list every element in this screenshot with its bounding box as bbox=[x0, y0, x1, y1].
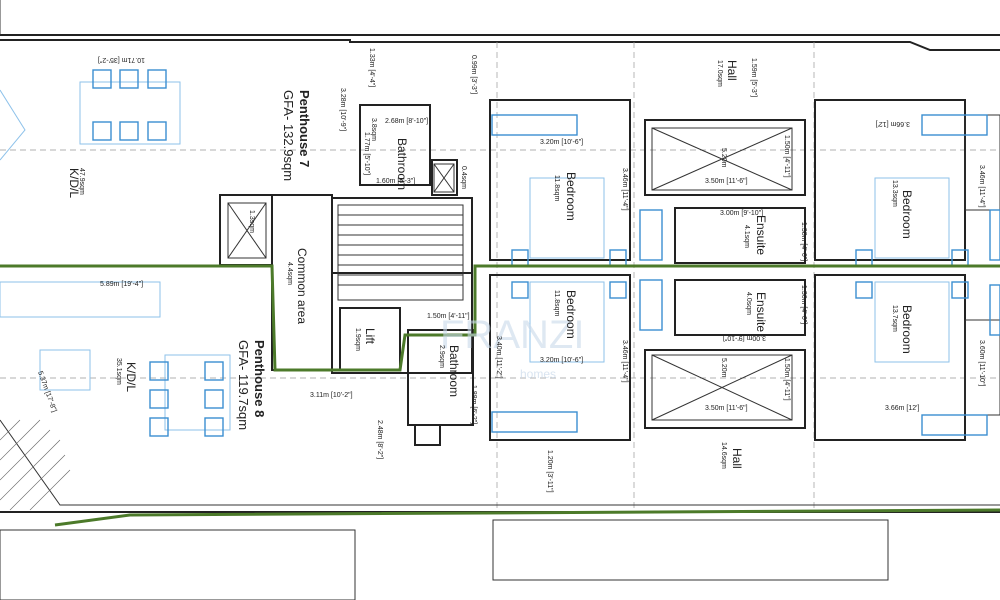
ph7-dimensions: 10.71m [35'-2"] 1.33m [4'-4"] 3.28m [10'… bbox=[98, 48, 985, 261]
ph7-dim-15: 3.66m [12'] bbox=[876, 120, 910, 127]
ph8-hall-name: Hall bbox=[730, 448, 744, 469]
ph8-dim-8: 3.20m [10'-6"] bbox=[540, 357, 583, 364]
ph8-dim-6: 3.40m [11'-2"] bbox=[495, 336, 502, 379]
ph8-ensuite-name: Ensuite bbox=[754, 292, 768, 332]
unit-boundary bbox=[0, 264, 1000, 372]
ph8-dim-3: 3.11m [10'-2"] bbox=[310, 392, 353, 399]
ph8-dim-9: 3.46m [11'-4"] bbox=[621, 340, 628, 383]
ph7-bedroom1-name: Bedroom bbox=[564, 172, 578, 221]
ph7-kdl-name: K/D/L bbox=[67, 168, 81, 198]
staircase bbox=[337, 204, 464, 301]
furniture bbox=[0, 69, 1000, 437]
ph8-dim-15: 3.50m [11'-6"] bbox=[705, 405, 748, 412]
ph8-dim-14: 1.50m [4'-11"] bbox=[783, 358, 790, 401]
ph7-dim-9: 1.50m [4'-11"] bbox=[783, 135, 790, 178]
ph8-dim-2: 5.37m [17'-8"] bbox=[36, 370, 57, 413]
ph8-dim-1: 5.89m [19'-4"] bbox=[100, 281, 143, 288]
ph7-dim-6: 0.99m [3'-3"] bbox=[470, 55, 477, 94]
ph7-bedroom1-area: 11.8sqm bbox=[553, 175, 560, 201]
ph7-dim-small: 0.4sqm bbox=[460, 166, 467, 189]
ph8-gfa: GFA- 119.7sqm bbox=[236, 340, 251, 430]
ph7-bathroom-name: Bathroom bbox=[395, 138, 409, 190]
lift-area: 1.9sqm bbox=[354, 328, 361, 351]
interior-walls bbox=[219, 99, 1000, 446]
watermark-brand: FRANZI bbox=[440, 313, 584, 357]
ph8-dim-5: 1.50m [4'-11"] bbox=[427, 313, 470, 320]
ph7-dim-3: 2.68m [8'-10"] bbox=[385, 118, 428, 125]
ph8-dim-11: 3.00m [9'-10"] bbox=[723, 334, 766, 341]
ph7-dim-13: 1.38m [4'-6"] bbox=[800, 222, 807, 261]
ph8-dim-4: 2.48m [8'-2"] bbox=[376, 420, 383, 459]
ph8-kdl-name: K/D/L bbox=[124, 362, 138, 392]
ph7-kdl-area: 47.9sqm bbox=[78, 168, 85, 195]
ph7-gfa: GFA- 132.9sqm bbox=[281, 90, 296, 181]
terrace bbox=[0, 419, 1000, 600]
ph8-dimensions: 5.89m [19'-4"] 5.37m [17'-8"] 3.11m [10'… bbox=[36, 281, 985, 493]
ph8-dim-17: 3.60m [11'-10"] bbox=[978, 340, 985, 387]
ph8-title: Penthouse 8 bbox=[252, 340, 267, 417]
ph8-dim-13: 5.20m bbox=[720, 358, 727, 378]
ph8-bathroom-name: Bathroom bbox=[447, 345, 461, 397]
ph7-dim-2: 3.28m [10'-9"] bbox=[339, 88, 346, 131]
ph7-dim-1: 1.33m [4'-4"] bbox=[368, 48, 375, 87]
ph7-dim-width: 10.71m [35'-2"] bbox=[98, 56, 145, 63]
ph8-hall-area: 14.6sqm bbox=[720, 442, 727, 469]
dashed-guides bbox=[0, 42, 1000, 512]
ph8-dim-16: 3.66m [12'] bbox=[885, 405, 919, 412]
ph8-dim-7: 1.88m [6'-2"] bbox=[470, 385, 477, 424]
ph7-dim-16: 3.46m [11'-4"] bbox=[978, 165, 985, 208]
ph7-dim-14: 1.59m [5'-3"] bbox=[750, 58, 757, 97]
ph8-bedroom1-area: 11.8sqm bbox=[553, 290, 560, 316]
ph8-dim-12: 1.36m [4'-6"] bbox=[800, 285, 807, 324]
ph8-bedroom2-name: Bedroom bbox=[900, 305, 914, 354]
lift-name: Lift bbox=[363, 328, 377, 345]
ph7-ensuite-name: Ensuite bbox=[754, 215, 768, 255]
ph7-ensuite-area: 4.1sqm bbox=[743, 225, 750, 248]
ph7-bedroom2-area: 13.3sqm bbox=[891, 180, 898, 207]
common-area-name: Common area bbox=[295, 248, 309, 324]
common-area-area: 4.4sqm bbox=[286, 262, 293, 285]
ph7-dim-10: 5.20m bbox=[720, 148, 727, 168]
ph7-dim-12: 3.00m [9'-10"] bbox=[720, 210, 763, 217]
ph7-dim-8: 3.46m [11'-4"] bbox=[621, 168, 628, 211]
ph7-dim-5: 1.60m [5'-3"] bbox=[376, 178, 415, 185]
ph7-dim-lift-small: 1.3sqm bbox=[248, 210, 255, 233]
ph7-dim-11: 3.50m [11'-6"] bbox=[705, 178, 748, 185]
ph8-bathroom-area: 2.9sqm bbox=[438, 345, 445, 368]
ph8-bedroom1-name: Bedroom bbox=[564, 290, 578, 339]
ph7-bathroom-area: 3.8sqm bbox=[370, 118, 377, 141]
ph8-dim-10: 1.20m [3'-11"] bbox=[546, 450, 553, 493]
ph7-hall-area: 17.0sqm bbox=[716, 60, 723, 87]
ph7-dim-4: 1.77m [5'-10"] bbox=[363, 132, 370, 175]
shafts bbox=[227, 127, 793, 421]
ph7-bedroom2-name: Bedroom bbox=[900, 190, 914, 239]
ph8-kdl-area: 35.1sqm bbox=[115, 358, 122, 385]
ph7-title: Penthouse 7 bbox=[297, 90, 312, 167]
ph7-dim-7: 3.20m [10'-6"] bbox=[540, 139, 583, 146]
ph7-hall-name: Hall bbox=[725, 60, 739, 81]
ph8-bedroom2-area: 13.7sqm bbox=[891, 305, 898, 332]
ph8-ensuite-area: 4.0sqm bbox=[745, 292, 752, 315]
watermark-sub: homes bbox=[520, 367, 556, 381]
